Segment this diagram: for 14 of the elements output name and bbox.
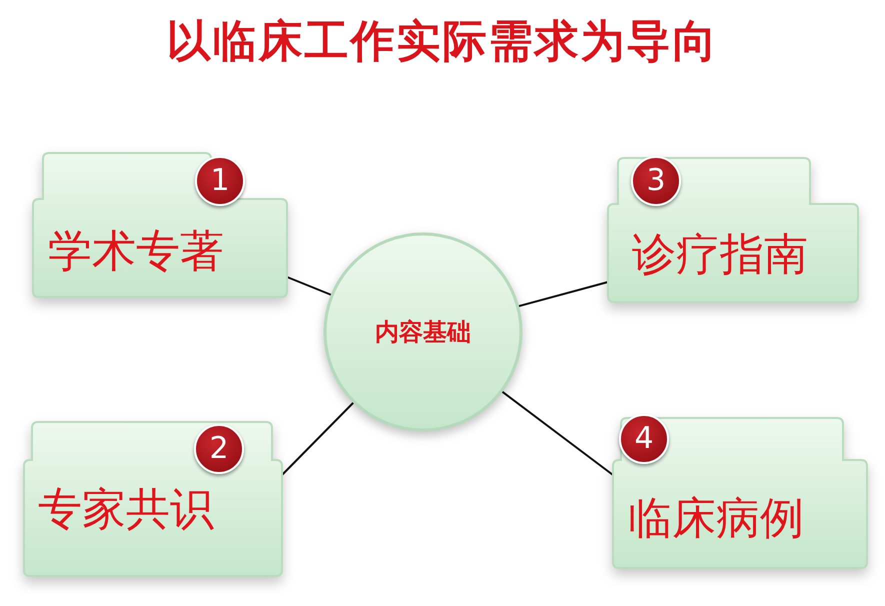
connector-line: [518, 281, 608, 308]
hub-circle: [323, 232, 523, 432]
card-label: 学术专著: [48, 230, 224, 274]
folder-tab-card: [24, 422, 282, 576]
card-label: 诊疗指南: [632, 233, 808, 277]
connector-line: [281, 402, 354, 476]
hub-label: 内容基础: [374, 320, 472, 344]
card-label: 临床病例: [628, 497, 804, 541]
folder-tab-card: [608, 158, 858, 302]
connector-line: [286, 276, 332, 296]
title: 以临床工作实际需求为导向: [166, 15, 720, 69]
card-label: 专家共识: [38, 488, 214, 532]
connector-line: [502, 390, 614, 476]
folder-tab-card: [33, 153, 287, 297]
